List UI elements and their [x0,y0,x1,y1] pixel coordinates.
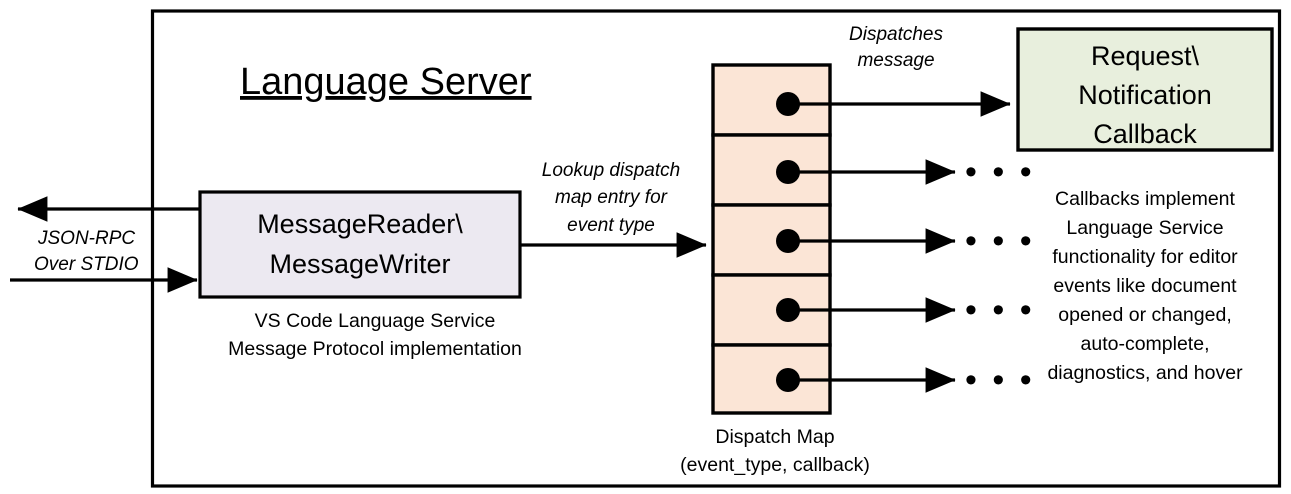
ellipsis-2: • • • [965,153,1035,191]
dispatches-label-line1: Dispatches [849,24,943,45]
callback-box-line1: Request\ [1091,41,1200,71]
dispatches-label-line2: message [857,50,934,71]
request-notification-callback-box[interactable] [1016,27,1274,152]
callback-note-line-4: events like document [1053,275,1237,297]
json-rpc-label-line1: JSON-RPC [37,228,135,249]
dispatch-row-2[interactable] [711,133,832,207]
callback-note-line-3: functionality for editor [1052,246,1238,268]
callback-note-line-6: auto-complete, [1081,333,1210,355]
ellipsis-3: • • • [965,222,1035,260]
message-box-caption-line2: Message Protocol implementation [228,338,522,360]
callback-box-line3: Callback [1093,119,1197,149]
dispatch-map-caption-line2: (event_type, callback) [680,454,870,476]
message-box-line1: MessageReader\ [257,209,463,239]
callback-note-line-1: Callbacks implement [1055,188,1235,210]
dispatch-map-table [711,63,832,415]
message-reader-writer-box[interactable] [198,190,522,299]
page-title: Language Server [240,61,532,103]
callback-note-line-5: opened or changed, [1058,304,1231,326]
lookup-label-line3: event type [567,215,655,236]
callback-note-line-7: diagnostics, and hover [1047,362,1243,384]
dispatch-map-caption-line1: Dispatch Map [715,426,834,448]
language-server-boundary [150,9,1282,488]
json-rpc-label-line2: Over STDIO [34,254,139,275]
lookup-label-line1: Lookup dispatch [542,160,680,181]
message-box-line2: MessageWriter [269,249,450,279]
message-box-caption-line1: VS Code Language Service [255,310,496,332]
dispatch-row-1[interactable] [711,63,832,137]
callback-box-line2: Notification [1078,80,1212,110]
ellipsis-5: • • • [965,361,1035,399]
lookup-label-line2: map entry for [555,187,668,208]
ellipsis-4: • • • [965,291,1035,329]
callback-note-line-2: Language Service [1066,217,1223,239]
